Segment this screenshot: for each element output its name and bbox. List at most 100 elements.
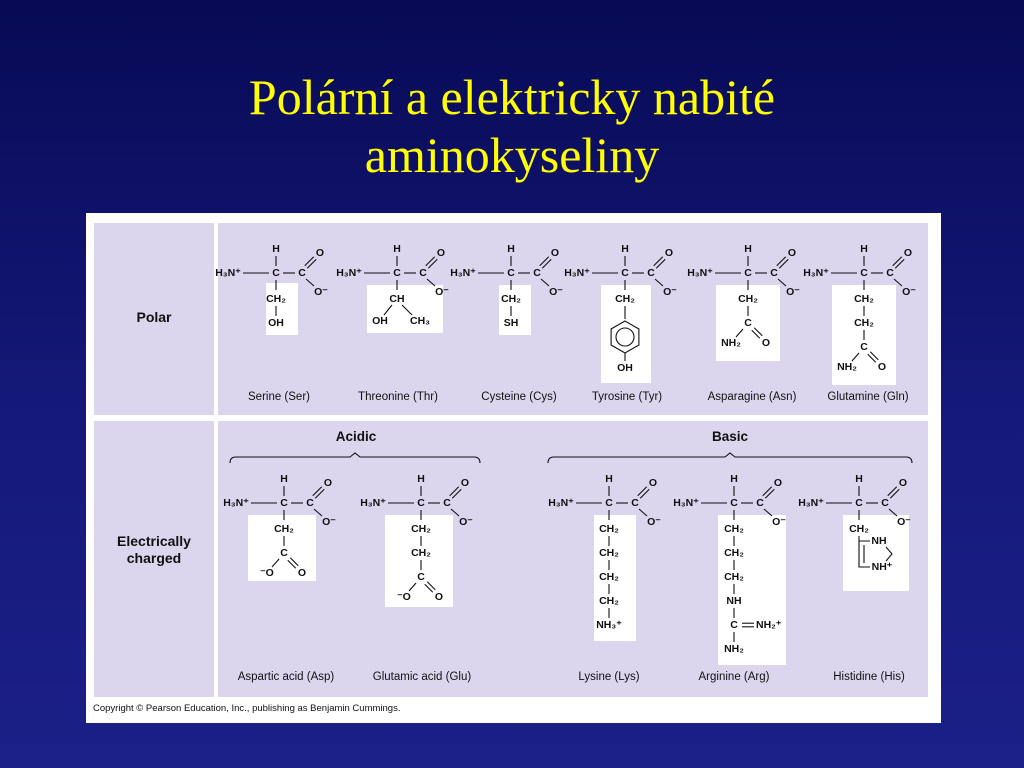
cysteine-carbonyl-double-bond — [539, 256, 550, 267]
aspartic-acid-terminal-double-bond — [287, 559, 297, 569]
bond-line — [540, 278, 550, 287]
asparagine-carboxyl-carbon: C — [770, 267, 778, 279]
arginine-side-chain-1: CH₂ — [724, 547, 744, 559]
glutamine-terminal-oxygen: O — [878, 361, 886, 373]
tyrosine-carboxyl-carbon: C — [647, 267, 655, 279]
serine-side-chain-card — [266, 283, 298, 335]
cysteine-side-chain-card — [499, 285, 531, 335]
tyrosine-carbonyl-double-bond — [655, 258, 666, 269]
polar-structures-panel — [218, 223, 928, 415]
amino-acid-name-histidine: Histidine (His) — [833, 671, 905, 683]
bond-line — [638, 508, 648, 517]
acidic-group-label: Acidic — [335, 429, 377, 444]
threonine-side-chain-card — [367, 285, 443, 333]
bond-line — [763, 508, 773, 517]
bond-line — [654, 278, 664, 287]
lysine-carbonyl-oxygen: O — [649, 477, 657, 489]
lysine-side-chain-1: CH₂ — [599, 547, 619, 559]
tyrosine-benzene-ring — [610, 320, 640, 354]
cysteine-carboxylate-oxygen: O⁻ — [549, 286, 563, 298]
glutamine-terminal-substituent: NH₂ — [837, 361, 857, 373]
serine-alpha-carbon: C — [272, 267, 280, 279]
aspartic-acid-amino-group: H₃N⁺ — [223, 497, 249, 509]
arginine-side-chain-0: CH₂ — [724, 523, 744, 535]
amino-acid-name-tyrosine: Tyrosine (Tyr) — [591, 391, 663, 403]
glutamine-carboxyl-carbon: C — [886, 267, 894, 279]
glutamic-acid-alpha-carbon: C — [417, 497, 425, 509]
bond-line — [271, 558, 280, 568]
aspartic-acid-terminal-double-bond — [289, 557, 299, 567]
charged-row-label: Electrically charged — [94, 533, 214, 567]
lysine-alpha-carbon: C — [605, 497, 613, 509]
cysteine-carbonyl-oxygen: O — [551, 247, 559, 259]
glutamic-acid-terminal-carbon: C — [417, 571, 425, 583]
charged-row-label-line-1: Electrically — [117, 533, 191, 549]
threonine-carbonyl-double-bond — [427, 258, 438, 269]
slide-title-line-1: Polární a elektricky nabité — [248, 69, 776, 125]
cysteine-carbonyl-double-bond — [541, 258, 552, 269]
basic-group-label: Basic — [711, 429, 749, 444]
tyrosine-amino-group: H₃N⁺ — [564, 267, 590, 279]
asparagine-carbonyl-double-bond — [776, 256, 787, 267]
arginine-amino-group: H₃N⁺ — [673, 497, 699, 509]
histidine-imidazole-ring — [858, 540, 893, 568]
amino-acid-name-arginine: Arginine (Arg) — [698, 671, 770, 683]
threonine-methyl: CH₃ — [410, 315, 430, 327]
asparagine-side-chain-card — [716, 285, 780, 361]
histidine-carbonyl-oxygen: O — [899, 477, 907, 489]
aspartic-acid-terminal-substituent: ⁻O — [260, 567, 274, 579]
aspartic-acid-side-chain-card — [248, 515, 316, 581]
slide-title: Polární a elektricky nabité aminokyselin… — [0, 68, 1024, 184]
aspartic-acid-alpha-hydrogen: H — [280, 473, 288, 485]
glutamic-acid-carbonyl-double-bond — [451, 488, 462, 499]
arginine-terminal-amine: NH₂ — [724, 643, 744, 655]
bond-line — [313, 508, 323, 517]
aspartic-acid-alpha-carbon: C — [280, 497, 288, 509]
asparagine-terminal-substituent: NH₂ — [721, 337, 741, 349]
glutamine-amino-group: H₃N⁺ — [803, 267, 829, 279]
glutamic-acid-carbonyl-oxygen: O — [461, 477, 469, 489]
cysteine-side-chain-1: SH — [504, 317, 519, 329]
serine-carboxylate-oxygen: O⁻ — [314, 286, 328, 298]
glutamic-acid-carboxyl-carbon: C — [443, 497, 451, 509]
glutamic-acid-amino-group: H₃N⁺ — [360, 497, 386, 509]
tyrosine-carbonyl-double-bond — [653, 256, 664, 267]
tyrosine-carbonyl-oxygen: O — [665, 247, 673, 259]
aspartic-acid-carbonyl-oxygen: O — [324, 477, 332, 489]
tyrosine-alpha-carbon: C — [621, 267, 629, 279]
cysteine-alpha-hydrogen: H — [507, 243, 515, 255]
lysine-side-chain-2: CH₂ — [599, 571, 619, 583]
threonine-carboxyl-carbon: C — [419, 267, 427, 279]
glutamic-acid-terminal-double-bond — [426, 581, 436, 591]
arginine-alpha-hydrogen: H — [730, 473, 738, 485]
charged-label-panel — [94, 421, 214, 697]
arginine-side-chain-2: CH₂ — [724, 571, 744, 583]
histidine-side-chain-card — [843, 515, 909, 591]
bond-line — [383, 304, 393, 316]
bond-line — [893, 278, 903, 287]
bond-line — [450, 508, 460, 517]
arginine-side-chain-3: NH — [726, 595, 741, 607]
histidine-alpha-hydrogen: H — [855, 473, 863, 485]
asparagine-carboxylate-oxygen: O⁻ — [786, 286, 800, 298]
glutamic-acid-carbonyl-double-bond — [449, 486, 460, 497]
threonine-carbonyl-oxygen: O — [437, 247, 445, 259]
asparagine-carbonyl-double-bond — [778, 258, 789, 269]
threonine-alpha-carbon: C — [393, 267, 401, 279]
amino-acid-figure: Polar Electrically charged Serine (Ser) … — [86, 213, 941, 723]
histidine-ring-nh-plus: NH⁺ — [872, 561, 893, 573]
amino-acid-name-glutamine: Glutamine (Gln) — [827, 391, 909, 403]
amino-acid-name-serine: Serine (Ser) — [248, 391, 310, 403]
bond-line — [426, 278, 436, 287]
asparagine-terminal-oxygen: O — [762, 337, 770, 349]
asparagine-terminal-carbon: C — [744, 317, 752, 329]
histidine-carbonyl-double-bond — [889, 488, 900, 499]
arginine-carbonyl-double-bond — [764, 488, 775, 499]
charged-row-label-line-2: charged — [126, 550, 182, 566]
serine-carbonyl-double-bond — [306, 258, 317, 269]
aspartic-acid-carbonyl-double-bond — [312, 486, 323, 497]
glutamine-alpha-hydrogen: H — [860, 243, 868, 255]
histidine-carbonyl-double-bond — [887, 486, 898, 497]
polar-row-label: Polar — [136, 309, 172, 325]
